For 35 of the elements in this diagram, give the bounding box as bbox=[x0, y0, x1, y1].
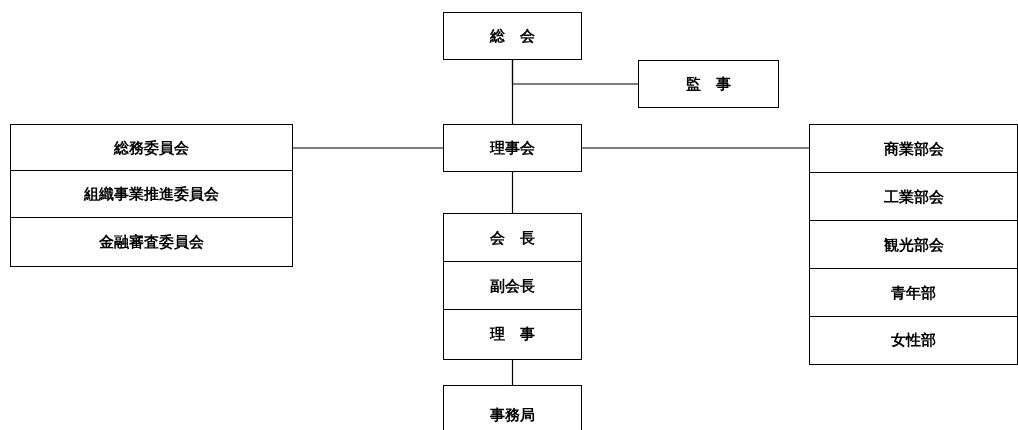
connector-line bbox=[511, 359, 514, 386]
box-label: 工業部会 bbox=[883, 187, 944, 207]
org-box bbox=[10, 217, 293, 267]
box-label: 総 会 bbox=[490, 26, 535, 46]
org-box bbox=[443, 124, 582, 172]
box-label: 監 事 bbox=[686, 74, 731, 94]
box-label: 会 長 bbox=[490, 228, 535, 248]
box-label: 理 事 bbox=[490, 325, 535, 344]
box-label: 事務局 bbox=[490, 405, 535, 425]
org-box bbox=[443, 385, 582, 430]
org-box bbox=[809, 220, 1018, 270]
org-box bbox=[443, 12, 582, 60]
org-box bbox=[809, 316, 1018, 365]
org-box bbox=[10, 124, 293, 172]
box-label: 組織事業推進委員会 bbox=[84, 185, 219, 204]
box-label: 総務委員会 bbox=[114, 138, 189, 158]
org-box bbox=[809, 124, 1018, 174]
box-label: 青年部 bbox=[891, 283, 936, 303]
box-label: 観光部会 bbox=[883, 235, 944, 255]
box-label: 商業部会 bbox=[883, 139, 944, 159]
org-box bbox=[443, 261, 582, 311]
connector-line bbox=[292, 147, 444, 149]
box-label: 女性部 bbox=[891, 331, 936, 350]
org-box bbox=[809, 268, 1018, 318]
connector-line bbox=[511, 171, 514, 214]
org-box bbox=[443, 309, 582, 360]
box-label: 副会長 bbox=[490, 276, 535, 296]
org-box bbox=[809, 172, 1018, 222]
box-label: 理事会 bbox=[490, 138, 535, 158]
connector-line bbox=[511, 59, 639, 85]
org-box bbox=[638, 60, 779, 108]
connector-line bbox=[581, 147, 810, 149]
box-label: 金融審査委員会 bbox=[99, 232, 204, 252]
org-box bbox=[10, 170, 293, 219]
org-box bbox=[443, 213, 582, 263]
